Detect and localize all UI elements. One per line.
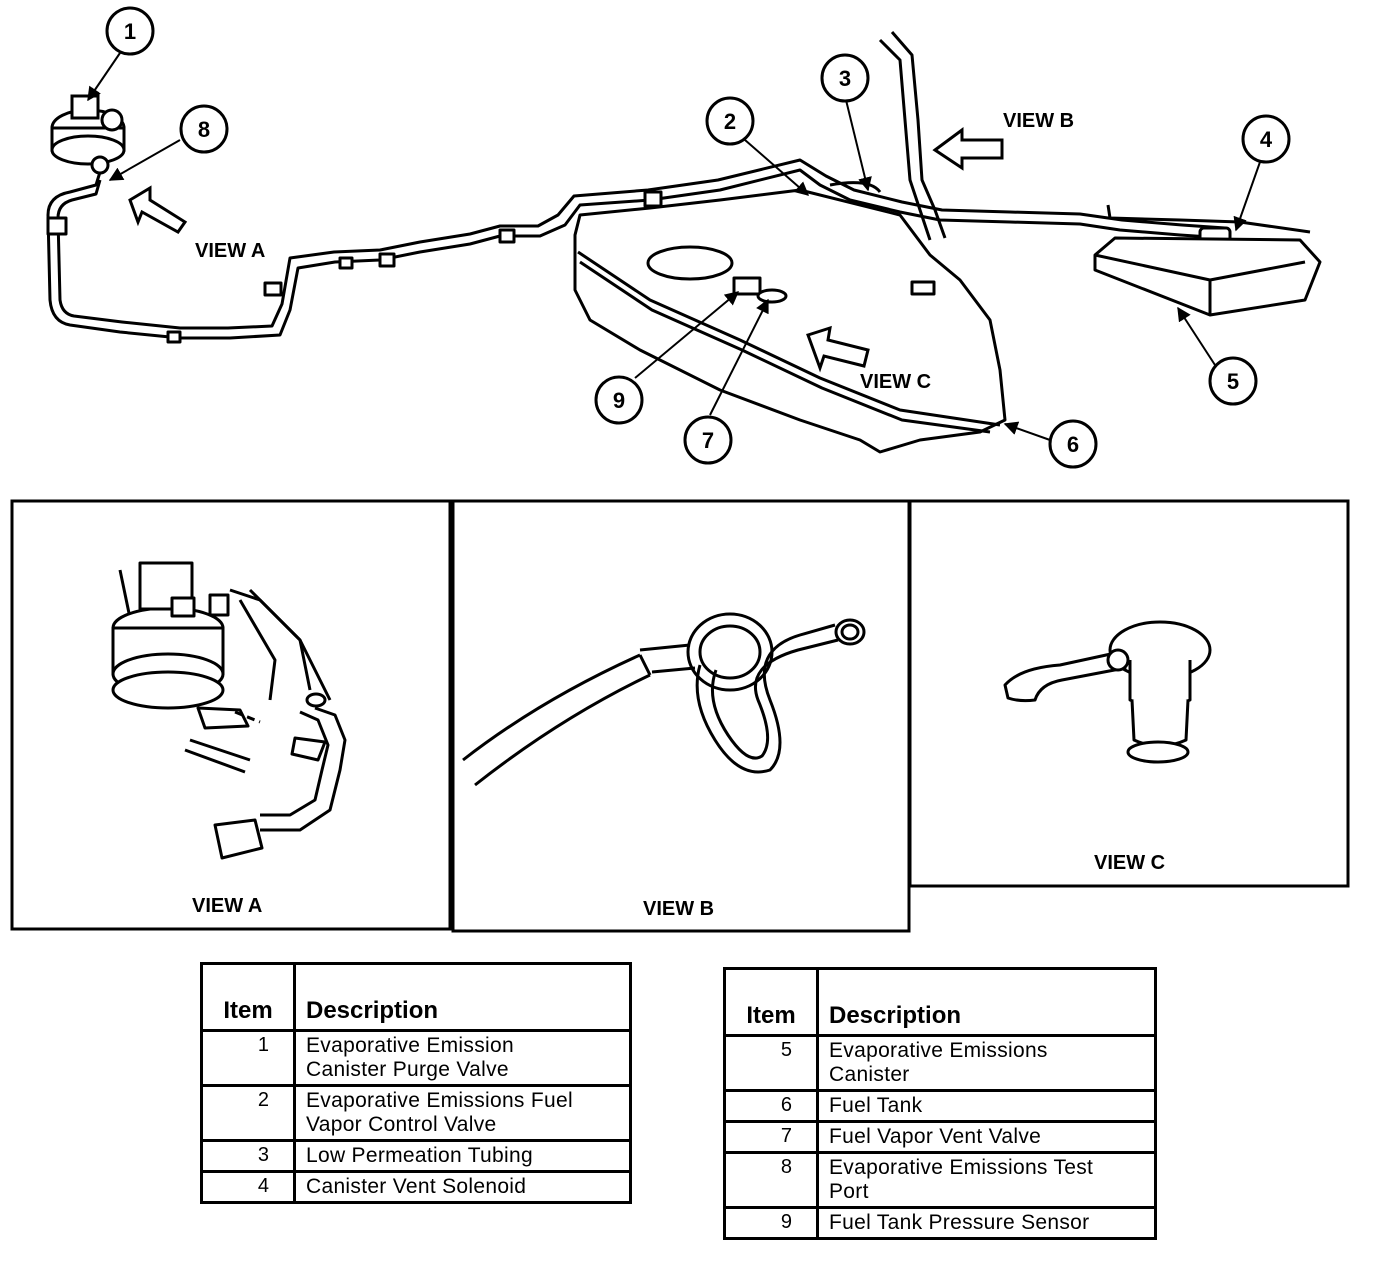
- view-b-detail-drawing: [462, 612, 866, 787]
- leader-lines: [87, 52, 1261, 441]
- evap-system-diagram: VIEW A VIEW B VIEW C 1 8 2 3: [10, 6, 1350, 933]
- panel-view-c: VIEW C: [908, 499, 1350, 888]
- legend-item-number: 9: [723, 1206, 819, 1240]
- item-header: Item: [723, 967, 819, 1037]
- callout-1: 1: [105, 6, 155, 56]
- legend-item-number: 7: [723, 1120, 819, 1154]
- view-a-label: VIEW A: [195, 240, 265, 262]
- legend-item-number: 6: [723, 1089, 819, 1123]
- legend-item-number: 2: [200, 1084, 296, 1142]
- callout-7: 7: [683, 415, 733, 465]
- canister-drawing: [1093, 204, 1322, 317]
- svg-text:7: 7: [702, 428, 714, 453]
- callout-5: 5: [1208, 356, 1258, 406]
- legend-row: 9 Fuel Tank Pressure Sensor: [723, 1206, 1157, 1240]
- view-c-arrow: [806, 325, 870, 373]
- callout-2: 2: [705, 96, 755, 146]
- legend-item-number: 5: [723, 1034, 819, 1092]
- panel-view-b: VIEW B: [451, 499, 911, 933]
- panel-c-caption: VIEW C: [1094, 852, 1165, 874]
- legend-header-row: Item Description: [200, 962, 632, 1032]
- callout-9: 9: [594, 375, 644, 425]
- description-header: Description: [293, 962, 632, 1032]
- callout-3: 3: [820, 53, 870, 103]
- legend-item-description: Canister Vent Solenoid: [293, 1170, 632, 1204]
- view-a-arrow: [128, 185, 188, 234]
- panel-b-caption: VIEW B: [643, 898, 714, 920]
- legend-item-number: 1: [200, 1029, 296, 1087]
- view-a-detail-drawing: [111, 561, 347, 860]
- svg-text:8: 8: [198, 117, 210, 142]
- purge-valve-drawing: [50, 94, 126, 175]
- fuel-tank-drawing: [573, 188, 1007, 454]
- legend-row: 7 Fuel Vapor Vent Valve: [723, 1120, 1157, 1154]
- svg-text:9: 9: [613, 388, 625, 413]
- view-c-detail-drawing: [1003, 620, 1212, 764]
- item-header: Item: [200, 962, 296, 1032]
- svg-text:6: 6: [1067, 432, 1079, 457]
- svg-text:2: 2: [724, 109, 736, 134]
- legend-item-number: 8: [723, 1151, 819, 1209]
- view-b-arrow: [932, 127, 1004, 171]
- legend-item-description: Fuel Vapor Vent Valve: [816, 1120, 1157, 1154]
- callout-6: 6: [1048, 419, 1098, 469]
- legend-item-description: Low Permeation Tubing: [293, 1139, 632, 1173]
- legend-item-description: Fuel Tank Pressure Sensor: [816, 1206, 1157, 1240]
- panel-a-caption: VIEW A: [192, 895, 262, 917]
- callout-8: 8: [179, 104, 229, 154]
- legend-item-description: Fuel Tank: [816, 1089, 1157, 1123]
- legend-item-number: 3: [200, 1139, 296, 1173]
- view-b-label: VIEW B: [1003, 110, 1074, 132]
- view-labels: VIEW A VIEW B VIEW C: [195, 110, 1074, 393]
- view-arrows: [128, 127, 1004, 373]
- panel-view-a: VIEW A: [10, 499, 452, 931]
- svg-text:4: 4: [1260, 127, 1273, 152]
- svg-text:1: 1: [124, 19, 136, 44]
- svg-text:5: 5: [1227, 369, 1239, 394]
- legend-table-right: Item Description 5 Evaporative Emissions…: [723, 967, 1157, 1240]
- callout-4: 4: [1241, 114, 1291, 164]
- callouts: 1 8 2 3 4 5 6 7: [105, 6, 1291, 469]
- legend-row: 6 Fuel Tank: [723, 1089, 1157, 1123]
- legend-item-number: 4: [200, 1170, 296, 1204]
- legend-row: 4 Canister Vent Solenoid: [200, 1170, 632, 1204]
- description-header: Description: [816, 967, 1157, 1037]
- view-c-label: VIEW C: [860, 371, 931, 393]
- legend-header-row: Item Description: [723, 967, 1157, 1037]
- legend-row: 3 Low Permeation Tubing: [200, 1139, 632, 1173]
- svg-text:3: 3: [839, 66, 851, 91]
